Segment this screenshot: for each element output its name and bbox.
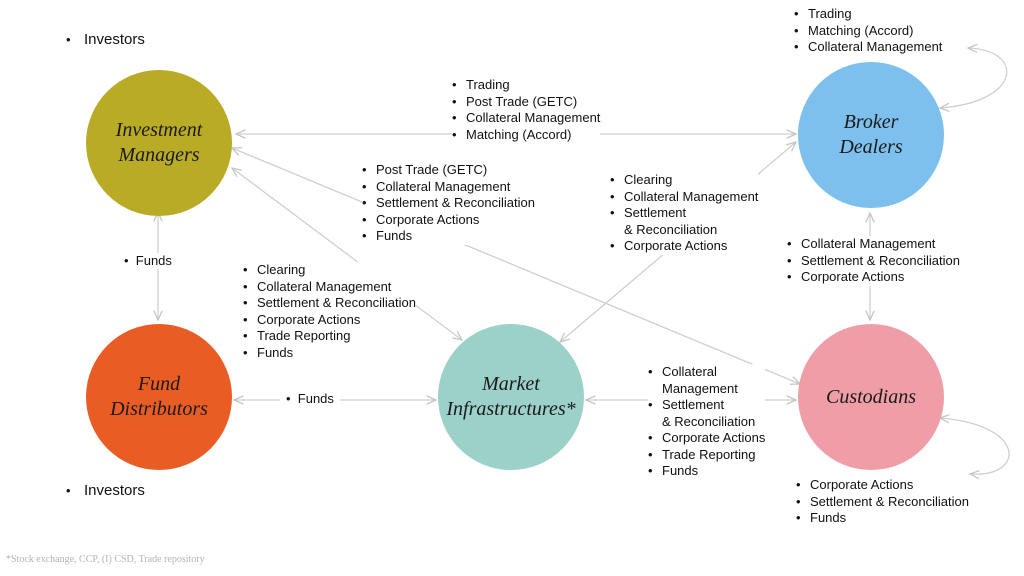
node-label: Investment Managers <box>115 119 203 166</box>
mi-cust-services-list: Collateral ManagementSettlement & Reconc… <box>648 364 766 480</box>
list-item: Settlement & Reconciliation <box>243 295 416 312</box>
im-fd-funds-label: Funds <box>118 253 178 269</box>
list-item: Corporate Actions <box>787 269 960 286</box>
list-item: Corporate Actions <box>362 212 535 229</box>
list-item: Investors <box>66 482 145 500</box>
arrow-bd-self <box>940 48 1008 108</box>
investors-bottom-list: Investors <box>66 482 145 500</box>
list-item: Matching (Accord) <box>452 127 600 144</box>
list-item: Collateral Management <box>243 279 416 296</box>
node-label: Fund Distributors <box>110 373 208 420</box>
cust-internal-services-list: Corporate ActionsSettlement & Reconcilia… <box>796 477 969 527</box>
list-item: Settlement & Reconciliation <box>610 205 758 238</box>
list-item: Settlement & Reconciliation <box>648 397 765 430</box>
arrow-im-cust <box>232 148 800 384</box>
list-item: Corporate Actions <box>243 312 416 329</box>
list-item: Post Trade (GETC) <box>362 162 535 179</box>
list-item: Corporate Actions <box>796 477 969 494</box>
im-cust-services-list: Post Trade (GETC)Collateral ManagementSe… <box>362 162 535 245</box>
arrow-cust-self <box>940 418 1010 474</box>
list-item: Funds <box>243 345 416 362</box>
list-item: Funds <box>648 463 765 480</box>
list-item: Funds <box>796 510 969 527</box>
node-market-infrastructures: Market Infrastructures* <box>438 324 584 470</box>
list-item: Trade Reporting <box>243 328 416 345</box>
list-item: Matching (Accord) <box>794 23 942 40</box>
list-item: Collateral Management <box>452 110 600 127</box>
bd-cust-services-list: Collateral ManagementSettlement & Reconc… <box>787 236 960 286</box>
node-custodians: Custodians <box>798 324 944 470</box>
node-label: Broker Dealers <box>839 111 903 158</box>
list-item: Trading <box>452 77 600 94</box>
list-item: Collateral Management <box>362 179 535 196</box>
list-item: Settlement & Reconciliation <box>362 195 535 212</box>
im-mi-services-list: ClearingCollateral ManagementSettlement … <box>243 262 416 361</box>
list-item: Collateral Management <box>610 189 758 206</box>
investors-top-list: Investors <box>66 31 145 49</box>
list-item: Post Trade (GETC) <box>452 94 600 111</box>
node-investment-managers: Investment Managers <box>86 70 232 216</box>
list-item: Corporate Actions <box>648 430 765 447</box>
list-item: Corporate Actions <box>610 238 758 255</box>
node-fund-distributors: Fund Distributors <box>86 324 232 470</box>
list-item: Settlement & Reconciliation <box>796 494 969 511</box>
list-item: Trading <box>794 6 942 23</box>
im-bd-services-list: TradingPost Trade (GETC)Collateral Manag… <box>452 77 601 144</box>
node-broker-dealers: Broker Dealers <box>798 62 944 208</box>
list-item: Collateral Management <box>648 364 765 397</box>
list-item: Investors <box>66 31 145 49</box>
node-label: Market Infrastructures* <box>446 373 576 420</box>
bd-internal-services-list: TradingMatching (Accord)Collateral Manag… <box>794 6 942 56</box>
node-label: Custodians <box>825 385 917 408</box>
list-item: Collateral Management <box>787 236 960 253</box>
list-item: Clearing <box>243 262 416 279</box>
footnote: *Stock exchange, CCP, (I) CSD, Trade rep… <box>6 554 205 565</box>
list-item: Trade Reporting <box>648 447 765 464</box>
list-item: Settlement & Reconciliation <box>787 253 960 270</box>
list-item: Clearing <box>610 172 758 189</box>
list-item: Funds <box>362 228 535 245</box>
fd-mi-funds-label: Funds <box>280 391 340 407</box>
list-item: Collateral Management <box>794 39 942 56</box>
bd-mi-services-list: ClearingCollateral ManagementSettlement … <box>610 172 759 255</box>
